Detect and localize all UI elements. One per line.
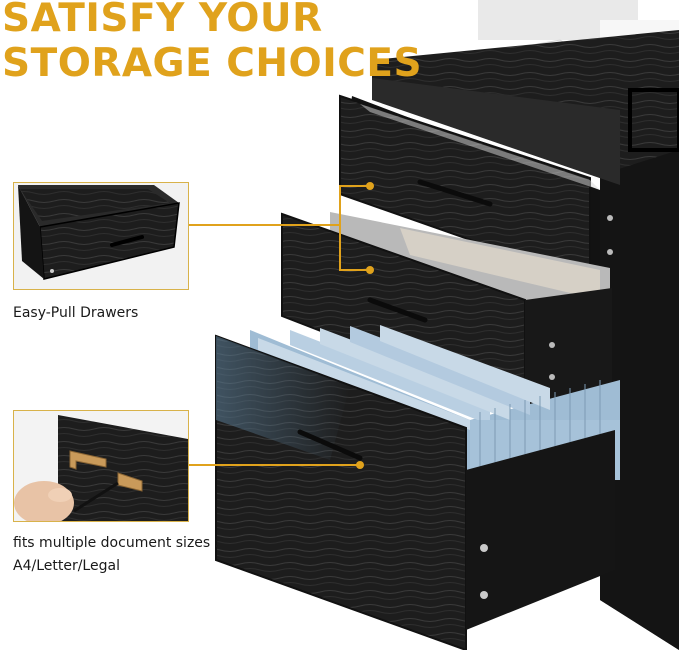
- headline-line-2: STORAGE CHOICES: [2, 41, 423, 86]
- drawer-handle: [417, 179, 493, 207]
- callout-dots: [356, 182, 374, 469]
- document-caption-line-2: A4/Letter/Legal: [13, 558, 120, 574]
- callout-leaders: [187, 185, 370, 466]
- bottom-drawer: [215, 325, 620, 650]
- hanging-folders: [258, 325, 620, 480]
- document-closeup-image: [14, 411, 188, 521]
- document-closeup-inset: [13, 410, 189, 522]
- drawer-caption: Easy-Pull Drawers: [13, 305, 139, 321]
- top-drawer: [339, 94, 613, 286]
- drawer-closeup-image: [14, 183, 188, 289]
- document-caption-line-1: fits multiple document sizes :: [13, 535, 220, 551]
- headline: SATISFY YOUR STORAGE CHOICES: [2, 0, 422, 86]
- drawer-handle: [367, 297, 428, 323]
- cabinet-body: [372, 30, 679, 650]
- headline-line-1: SATISFY YOUR: [2, 0, 323, 41]
- drawer-closeup-inset: [13, 182, 189, 290]
- drawer-handle: [297, 429, 363, 461]
